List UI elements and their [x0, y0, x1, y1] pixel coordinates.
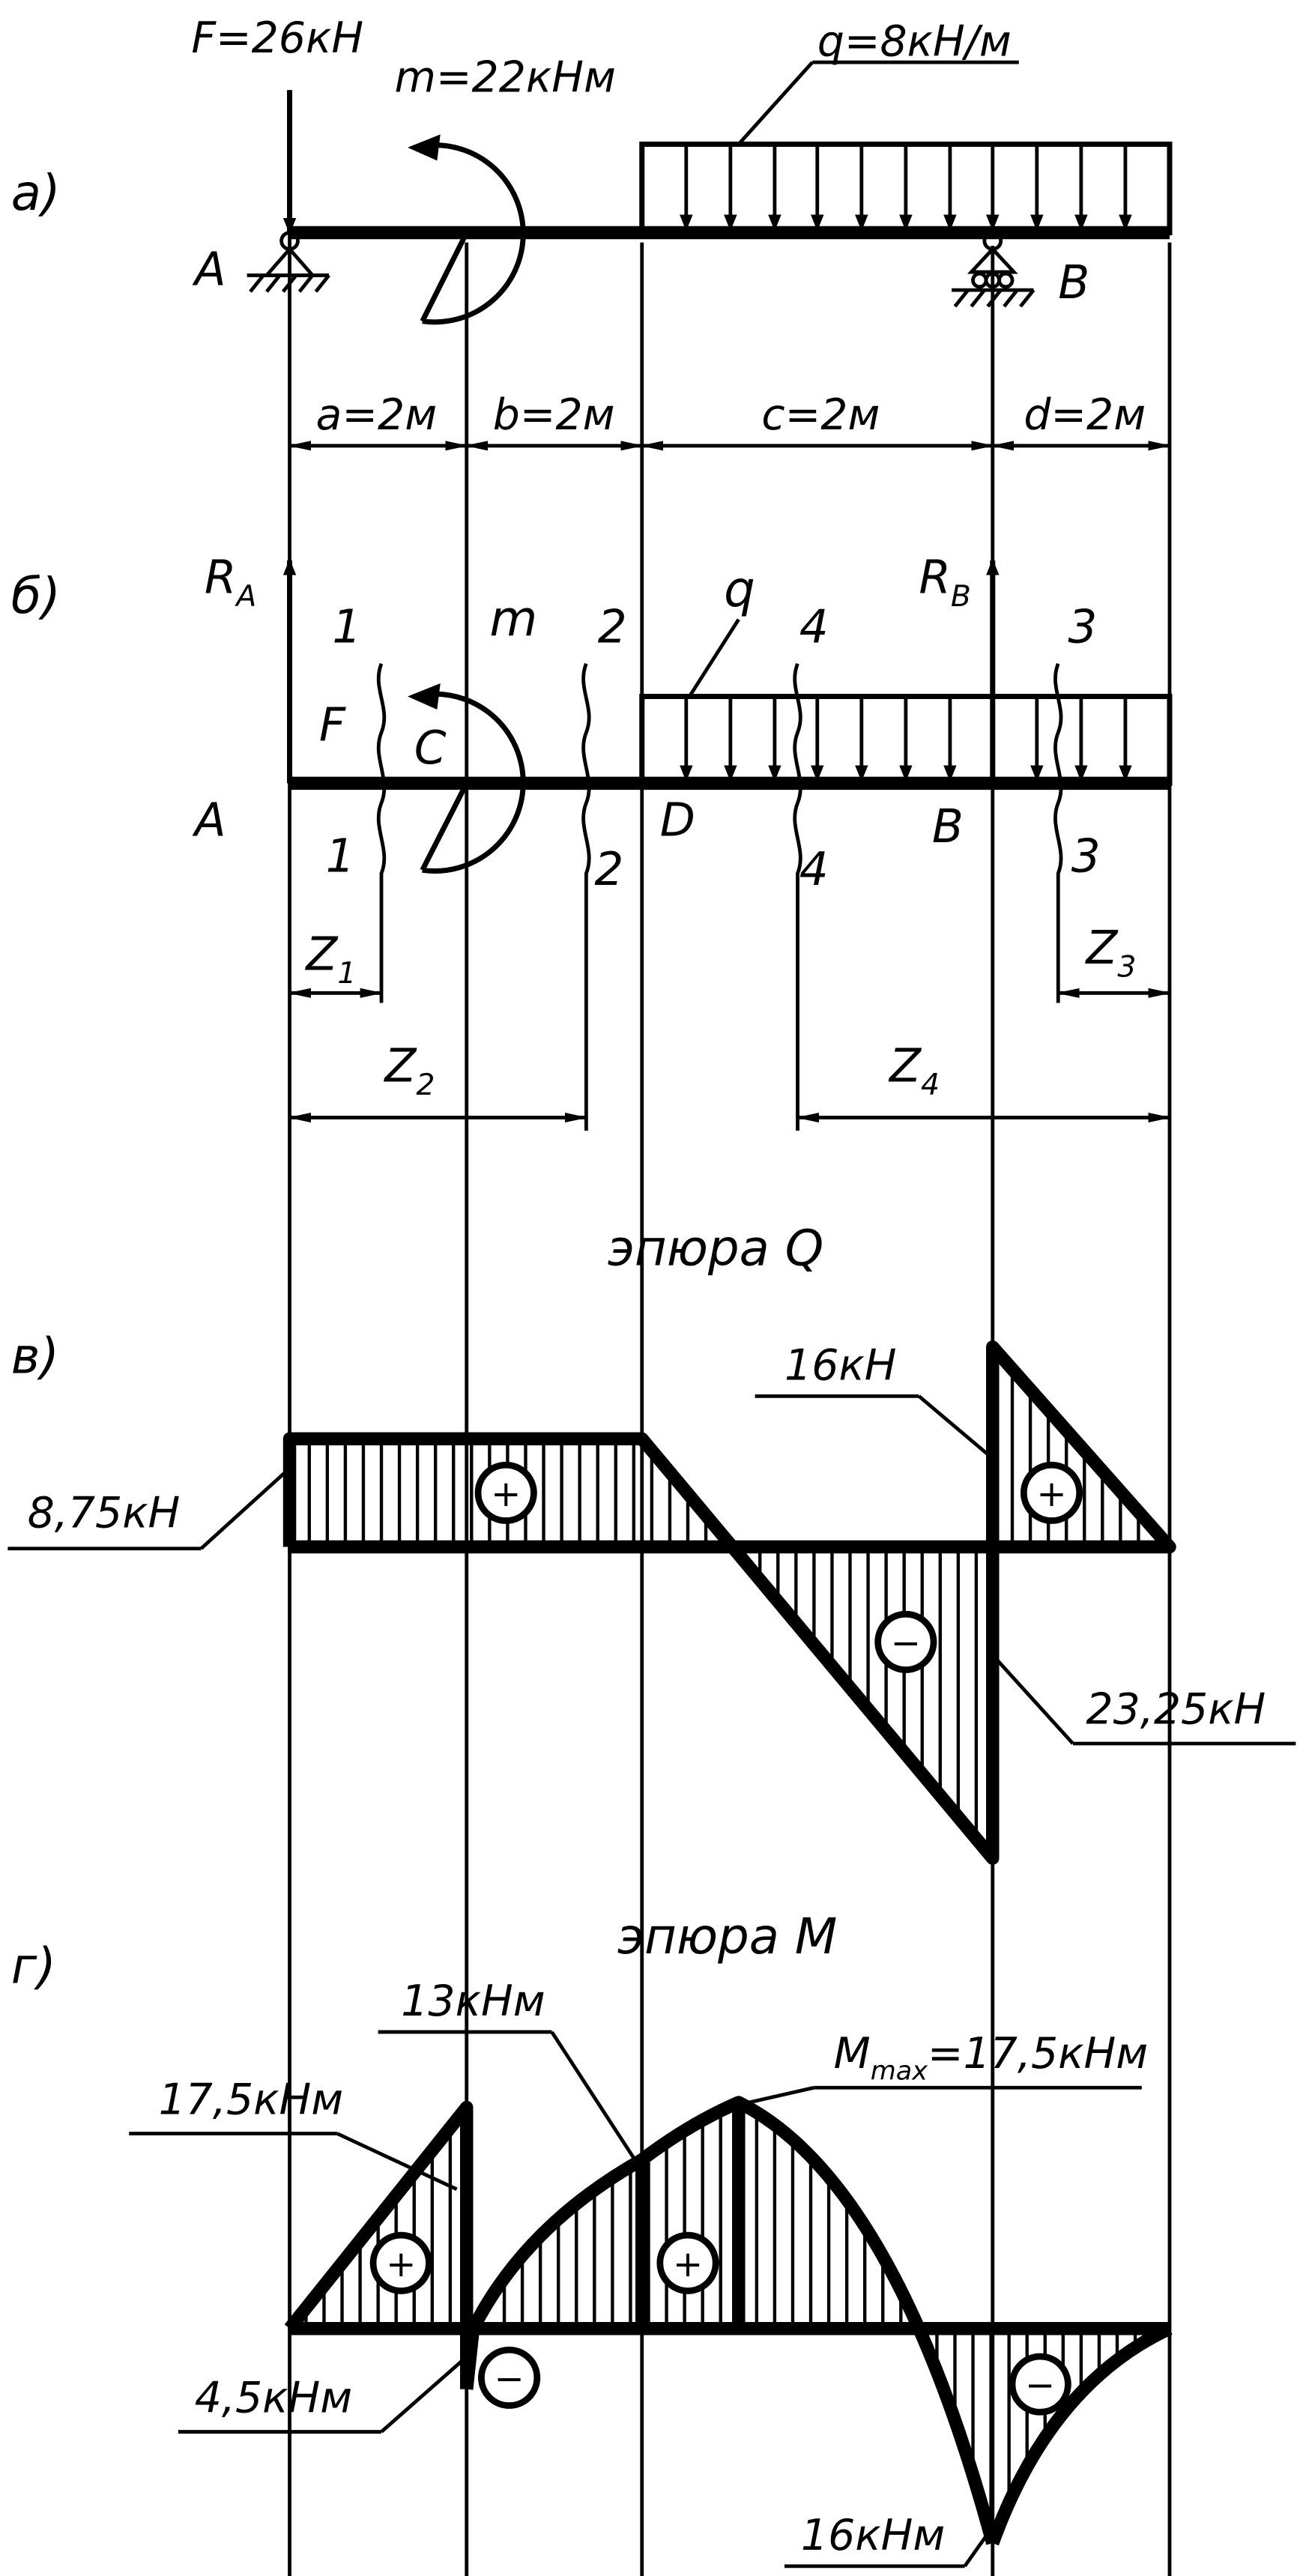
b-d-label: D	[660, 793, 695, 847]
b-b-label: B	[932, 800, 964, 853]
part-g-label: г)	[11, 1938, 56, 1995]
point-b-label: B	[1058, 256, 1089, 309]
section-1-bot: 1	[326, 829, 355, 883]
m-val3-label: Mmax=17,5кНм	[834, 2029, 1149, 2086]
reaction-b-label: RB	[919, 551, 971, 614]
load-leader-diag	[737, 61, 814, 146]
section-1-top: 1	[332, 600, 361, 653]
q-val3-label: 23,25кН	[1086, 1685, 1266, 1735]
svg-text:−: −	[891, 1622, 921, 1664]
moment-outline-ac	[284, 2100, 474, 2389]
q-val1-label: 8,75кН	[28, 1488, 181, 1538]
q-leader-b	[688, 618, 740, 698]
m-val1-label: 17,5кНм	[159, 2075, 344, 2124]
part-b: б) RA RB F C m q A D B	[11, 551, 1173, 1131]
m-val3-leader-diag	[741, 2085, 814, 2106]
diagram-m-title: эпюра M	[617, 1908, 837, 1965]
q-val2-leader-diag	[917, 1394, 994, 1460]
section-2-top: 2	[598, 600, 627, 653]
part-b-label: б)	[11, 568, 61, 625]
moment-arrowhead-b	[408, 683, 441, 710]
b-m-label: m	[489, 591, 537, 648]
shear-sign-plus-2: +	[1020, 1461, 1083, 1524]
z4-label: Z4	[888, 1039, 940, 1101]
z2-label: Z2	[383, 1039, 435, 1101]
construction-lines	[288, 90, 1172, 2576]
section-4-bot: 4	[799, 843, 829, 896]
moment-outline-bend	[986, 2322, 1173, 2546]
load-arrows	[680, 144, 1132, 232]
pin-support-a	[247, 231, 330, 293]
z3-label: Z3	[1084, 922, 1136, 984]
shear-sign-plus-1: +	[474, 1461, 537, 1524]
part-a: а) F=26кН m=22кНм q=8кН/м	[11, 13, 1173, 451]
svg-text:+: +	[673, 2243, 703, 2285]
section-3-top: 3	[1068, 600, 1097, 653]
reaction-a-label: RA	[205, 551, 256, 614]
moment-sign-plus-2: +	[656, 2231, 719, 2294]
point-a-label: A	[192, 244, 226, 297]
moment-lever	[420, 231, 469, 323]
q-val1-leader-diag	[199, 1466, 291, 1550]
q-val3-leader-diag	[991, 1654, 1074, 1745]
part-v-label: в)	[11, 1328, 59, 1385]
section-2-bot: 2	[594, 843, 623, 896]
dim-b-label: b=2м	[493, 390, 615, 440]
m-val2-label: 13кНм	[401, 1977, 545, 2026]
z1-label: Z1	[304, 928, 356, 991]
shear-hatch	[307, 1349, 1158, 1839]
m-val4-label: 4,5кНм	[195, 2373, 352, 2422]
m-val4-leader-diag	[380, 2358, 465, 2434]
moment-sign-minus-2: −	[1009, 2353, 1071, 2416]
moment-lever-b	[420, 781, 469, 871]
b-q-label: q	[724, 561, 755, 618]
moment-sign-plus-1: +	[369, 2231, 432, 2294]
dim-d-label: d=2м	[1024, 390, 1146, 440]
dim-a-label: a=2м	[316, 390, 438, 440]
moment-diagram: эпюра M г) + + − − 17,5кНм 13	[11, 1908, 1173, 2569]
moment-arrowhead	[408, 134, 441, 161]
m-val5-label: 16кНм	[801, 2511, 945, 2560]
shear-diagram: эпюра Q в) + − + 8,75кН 16кН 23,25кН	[7, 1220, 1296, 1865]
dim-c-label: c=2м	[761, 390, 880, 440]
svg-text:−: −	[494, 2358, 524, 2400]
roller-support-b	[952, 231, 1036, 308]
shear-sign-minus: −	[874, 1610, 937, 1673]
moment-sign-minus-1: −	[478, 2346, 541, 2409]
m-val1-leader-diag	[336, 2132, 458, 2192]
moment-m-label: m=22кНм	[395, 52, 616, 102]
shear-outline	[282, 1340, 1176, 1865]
diagram-q-title: эпюра Q	[608, 1220, 823, 1277]
moment-outline-db	[735, 2096, 1000, 2545]
m-val2-leader-diag	[550, 2031, 639, 2165]
section-4-top: 4	[799, 600, 829, 653]
force-f-label: F=26кН	[191, 13, 363, 63]
moment-outline-cd	[460, 2096, 746, 2390]
svg-text:−: −	[1025, 2365, 1055, 2407]
svg-text:+: +	[491, 1473, 521, 1515]
section-lines	[376, 662, 1063, 1131]
part-a-label: а)	[11, 165, 61, 222]
svg-text:+: +	[386, 2243, 416, 2285]
b-f-label: F	[319, 699, 346, 752]
m-val5-leader-diag	[963, 2525, 994, 2568]
svg-text:+: +	[1036, 1473, 1066, 1515]
load-q-label: q=8кН/м	[817, 16, 1012, 66]
q-val2-label: 16кН	[784, 1340, 896, 1390]
section-3-bot: 3	[1071, 829, 1101, 883]
b-c-label: C	[414, 722, 447, 775]
load-arrows-b	[680, 696, 1132, 782]
b-a-label: A	[192, 793, 226, 847]
